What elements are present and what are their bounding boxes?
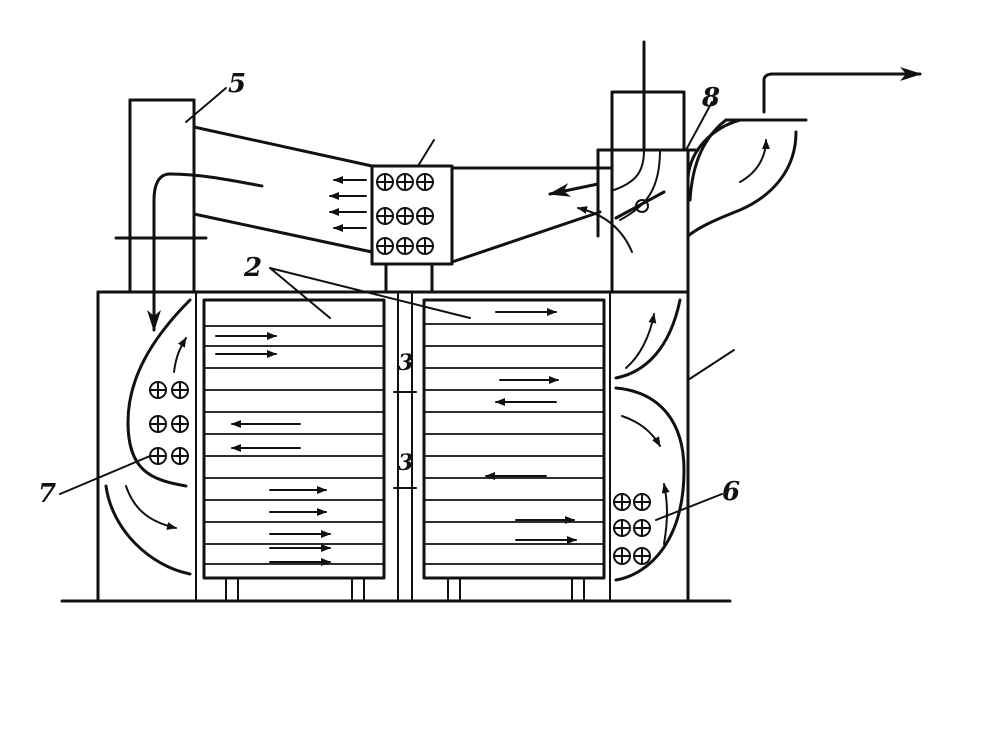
left-bay (104, 298, 192, 576)
right-bay (613, 298, 735, 582)
label-5: 5 (228, 69, 246, 99)
label-3-upper: 3 (398, 350, 413, 376)
right-trolley (422, 298, 606, 601)
top-heater-box (329, 139, 454, 294)
label-8: 8 (701, 83, 720, 113)
left-heater-tubes (149, 381, 189, 465)
damper (614, 190, 666, 220)
top-heater-tubes (376, 173, 434, 255)
label-3-lower: 3 (398, 450, 413, 476)
label-6: 6 (722, 477, 740, 507)
label-2: 2 (243, 253, 262, 283)
right-heater-tubes (613, 493, 651, 565)
label-7: 7 (38, 479, 56, 509)
left-trolley (202, 298, 386, 601)
exhaust-fan (685, 67, 922, 238)
left-duct (114, 98, 374, 332)
dryer-body (96, 290, 690, 603)
